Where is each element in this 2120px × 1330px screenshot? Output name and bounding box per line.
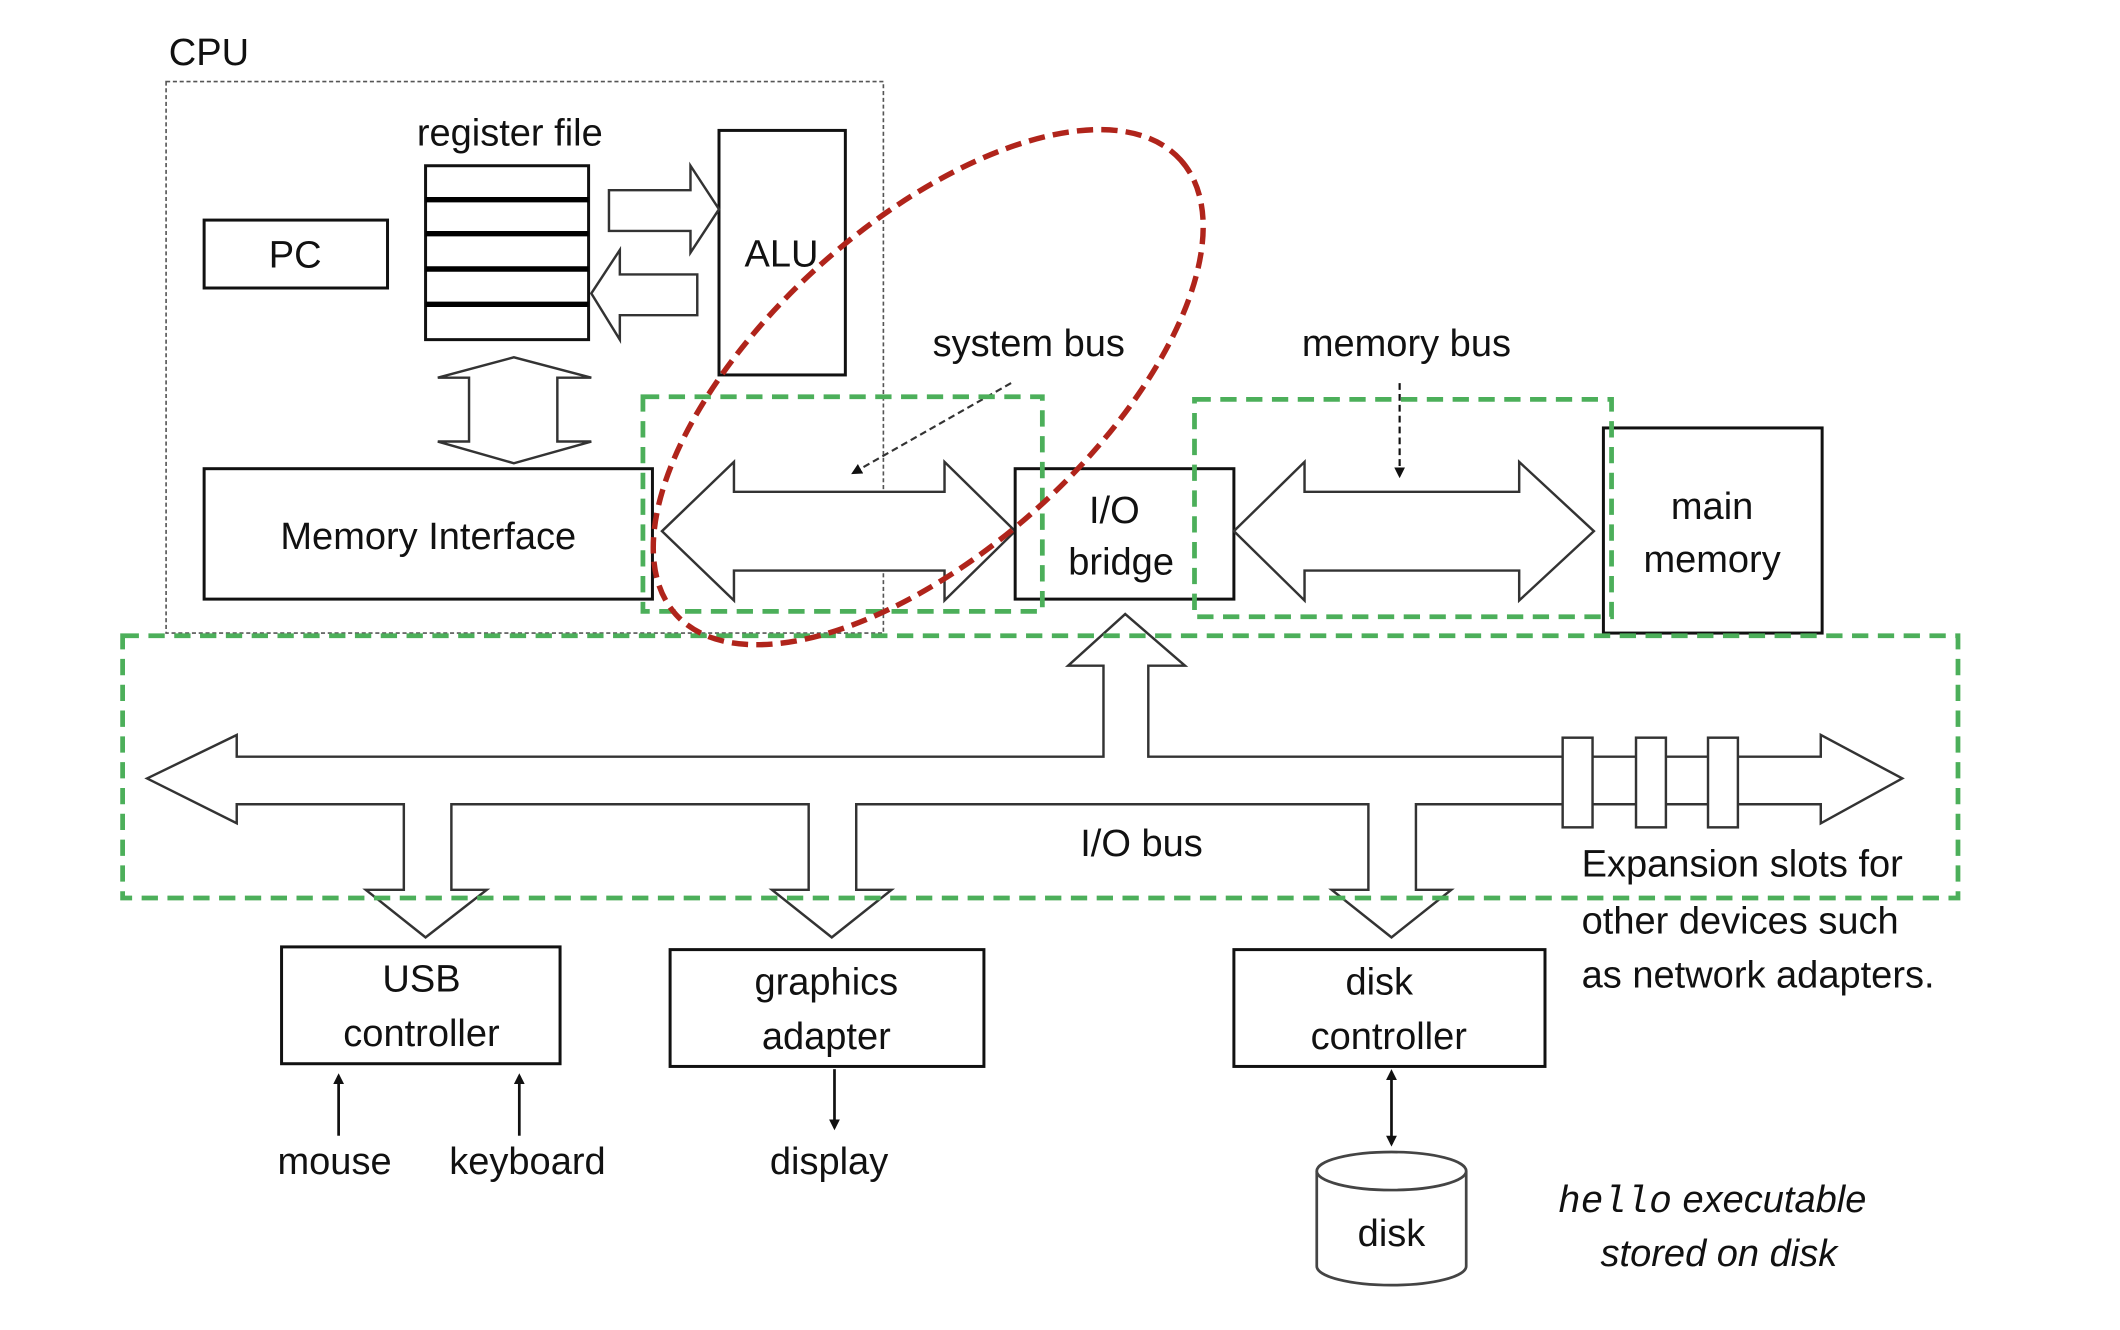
usb-label-1: USB bbox=[382, 959, 460, 1001]
usb-controller-box: USB controller bbox=[280, 945, 562, 1066]
main-memory-box: main memory bbox=[1601, 426, 1824, 635]
main-memory-label-2: memory bbox=[1643, 539, 1780, 581]
disk-controller-label-2: controller bbox=[1311, 1016, 1468, 1058]
register-file bbox=[424, 164, 591, 342]
io-bus-arrow bbox=[144, 612, 1905, 939]
memory-interface-label: Memory Interface bbox=[280, 516, 576, 558]
system-bus-arrow bbox=[660, 458, 1017, 604]
keyboard-label: keyboard bbox=[449, 1141, 605, 1183]
cpu-label: CPU bbox=[169, 32, 249, 74]
usb-label-2: controller bbox=[343, 1013, 500, 1055]
io-bus-label: I/O bus bbox=[1080, 823, 1203, 865]
expansion-slots bbox=[1561, 736, 1740, 829]
hello-caption-1: hello executable bbox=[1558, 1179, 1867, 1224]
io-bus-highlight bbox=[120, 633, 1961, 901]
alu-label: ALU bbox=[745, 233, 819, 275]
disk-controller-box: disk controller bbox=[1232, 948, 1547, 1068]
pc-box: PC bbox=[202, 218, 390, 290]
system-bus-label: system bus bbox=[933, 323, 1125, 365]
alu-box: ALU bbox=[717, 128, 847, 377]
expansion-slots-label-2: other devices such bbox=[1582, 900, 1899, 942]
register-to-alu-arrow bbox=[607, 161, 721, 257]
mouse-label: mouse bbox=[277, 1141, 391, 1183]
disk-label: disk bbox=[1358, 1213, 1427, 1255]
expansion-slots-label-1: Expansion slots for bbox=[1582, 843, 1904, 885]
register-file-label: register file bbox=[417, 112, 603, 154]
io-bridge-box: I/O bridge bbox=[1013, 467, 1236, 601]
hello-caption-2: stored on disk bbox=[1601, 1233, 1840, 1275]
graphics-adapter-box: graphics adapter bbox=[668, 948, 986, 1068]
system-bus-pointer bbox=[851, 382, 1012, 475]
disk-controller-label-1: disk bbox=[1345, 961, 1414, 1003]
io-bridge-label-1: I/O bbox=[1089, 490, 1140, 532]
cpu-group: CPU register file PC ALU Memory Interfac… bbox=[165, 32, 885, 634]
main-memory-label-1: main bbox=[1671, 486, 1753, 528]
display-label: display bbox=[770, 1141, 888, 1183]
disk-icon: disk bbox=[1315, 1150, 1468, 1287]
graphics-label-1: graphics bbox=[754, 961, 898, 1003]
expansion-slots-label-3: as network adapters. bbox=[1582, 955, 1935, 997]
io-bridge-label-2: bridge bbox=[1068, 542, 1174, 584]
pc-label: PC bbox=[269, 235, 322, 277]
memory-bus-highlight bbox=[1192, 397, 1614, 620]
memory-bus-arrow bbox=[1232, 458, 1596, 604]
memory-interface-box: Memory Interface bbox=[202, 467, 654, 601]
graphics-label-2: adapter bbox=[762, 1016, 891, 1058]
memory-bus-label: memory bus bbox=[1302, 323, 1511, 365]
register-memory-interface-arrow bbox=[437, 356, 592, 465]
alu-to-register-arrow bbox=[589, 245, 699, 344]
system-bus-ellipse bbox=[650, 126, 1206, 648]
